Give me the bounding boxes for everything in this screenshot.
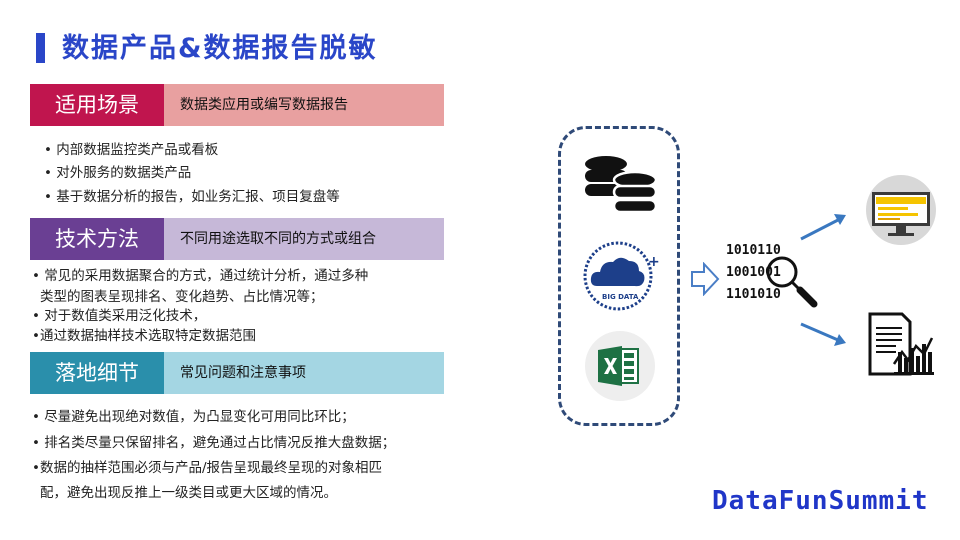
section-tag: 落地细节 (30, 352, 164, 394)
bullet-item: • 对于数值类采用泛化技术， (32, 308, 207, 324)
bullet-item: 类型的图表呈现排名、变化趋势、占比情况等； (40, 289, 324, 305)
excel-icon (585, 331, 655, 401)
section-desc: 数据类应用或编写数据报告 (164, 84, 444, 126)
arrow-up-right-icon (800, 214, 846, 241)
magnifier-icon (766, 256, 818, 308)
data-sources-box (558, 126, 680, 426)
bullet-item: • 排名类尽量只保留排名，避免通过占比情况反推大盘数据； (32, 435, 396, 451)
section-tag: 适用场景 (30, 84, 164, 126)
bullet-item: •数据的抽样范围必须与产品/报告呈现最终呈现的对象相匹 (32, 460, 383, 476)
binary-line: 1010110 (726, 243, 781, 258)
footer-logo-text: DataFunSummit (712, 486, 929, 516)
page-title: 数据产品&数据报告脱敏 (62, 33, 378, 64)
section-scenario-header: 适用场景 数据类应用或编写数据报告 (30, 84, 444, 126)
report-chart-icon (868, 312, 934, 376)
section-tag: 技术方法 (30, 218, 164, 260)
bullet-item: • 常见的采用数据聚合的方式，通过统计分析，通过多种 (32, 268, 369, 284)
arrow-down-right-icon (800, 322, 846, 346)
section-desc: 常见问题和注意事项 (164, 352, 444, 394)
big-data-cloud-icon: BIG DATA + (583, 241, 660, 311)
section-method-header: 技术方法 不同用途选取不同的方式或组合 (30, 218, 444, 260)
section-desc: 不同用途选取不同的方式或组合 (164, 218, 444, 260)
monitor-icon (866, 175, 936, 245)
bullet-item: • 内部数据监控类产品或看板 (44, 142, 219, 158)
database-icon (585, 156, 658, 214)
bullet-item: •通过数据抽样技术选取特定数据范围 (32, 328, 256, 344)
binary-line: 1101010 (726, 287, 781, 302)
bullet-item: 配，避免出现反推上一级类目或更大区域的情况。 (40, 485, 337, 501)
section-details-header: 落地细节 常见问题和注意事项 (30, 352, 444, 394)
bullet-item: • 基于数据分析的报告，如业务汇报、项目复盘等 (44, 189, 340, 205)
bullet-item: • 对外服务的数据类产品 (44, 165, 192, 181)
bullet-item: • 尽量避免出现绝对数值，为凸显变化可用同比环比； (32, 409, 355, 425)
title-accent-bar (36, 33, 45, 63)
cloud-label: BIG DATA (602, 293, 639, 301)
arrow-right-icon (691, 262, 720, 296)
cloud-plus: + (648, 254, 660, 270)
